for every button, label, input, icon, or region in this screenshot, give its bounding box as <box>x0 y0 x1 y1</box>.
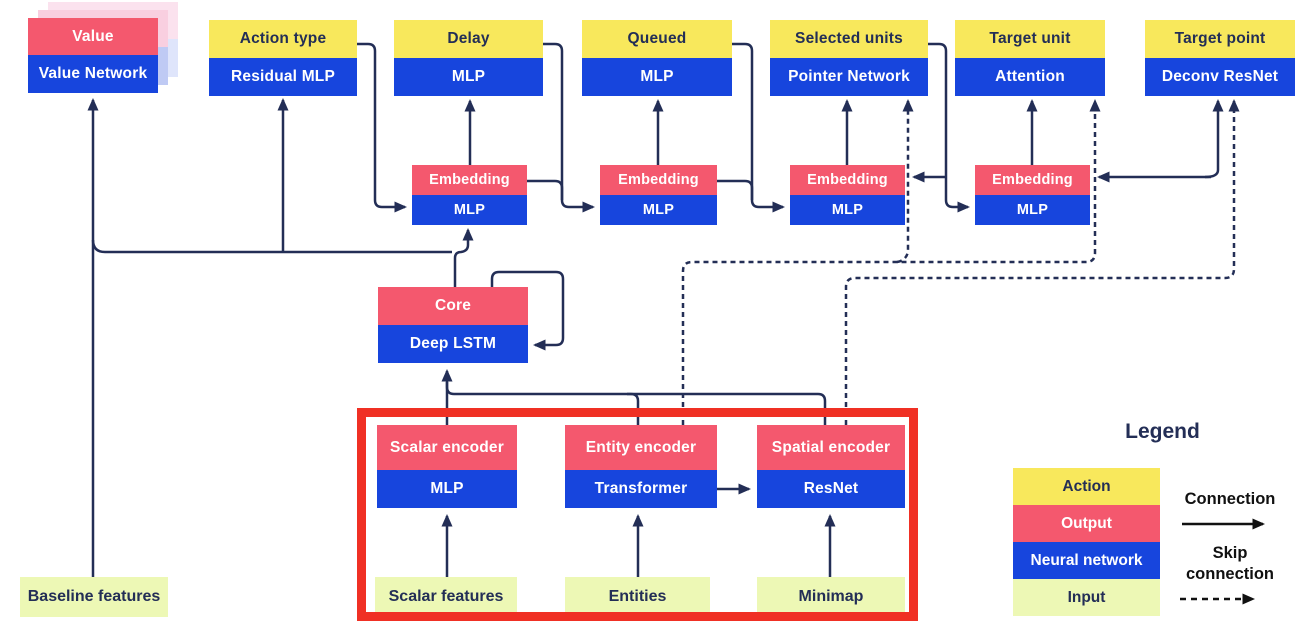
selected-units-block: Selected units Pointer Network <box>770 20 928 96</box>
legend-item-output: Output <box>1013 505 1160 542</box>
attention-label: Attention <box>955 58 1105 96</box>
wire-lstm-recurrent-loop <box>490 270 565 351</box>
wire-delay-to-embedding2 <box>543 42 595 213</box>
spatial-encoder-label: Spatial encoder <box>757 425 905 470</box>
legend-connection-label: Connection <box>1184 490 1276 508</box>
spatial-encoder-block: Spatial encoder ResNet <box>757 425 905 508</box>
legend-skip-connection-label: Skip connection <box>1185 544 1274 583</box>
value-network-label: Value Network <box>28 55 158 93</box>
embedding-block-3: Embedding MLP <box>790 165 905 225</box>
value-block: Value Value Network <box>28 18 158 93</box>
scalar-encoder-block: Scalar encoder MLP <box>377 425 517 508</box>
minimap-input: Minimap <box>757 577 905 617</box>
embedding1-mlp-label: MLP <box>412 195 527 225</box>
skip-spatial-to-deconv <box>844 99 1240 425</box>
target-point-block: Target point Deconv ResNet <box>1145 20 1295 96</box>
embedding3-mlp-label: MLP <box>790 195 905 225</box>
entity-encoder-label: Entity encoder <box>565 425 717 470</box>
target-point-label: Target point <box>1145 20 1295 58</box>
baseline-features-input: Baseline features <box>20 577 168 617</box>
wire-embedding2-out <box>717 179 754 200</box>
embedding2-label: Embedding <box>600 165 717 195</box>
wire-embedding4-to-deconv <box>1204 99 1224 179</box>
action-type-block: Action type Residual MLP <box>209 20 357 96</box>
residual-mlp-label: Residual MLP <box>209 58 357 96</box>
queued-mlp-label: MLP <box>582 58 732 96</box>
core-label: Core <box>378 287 528 325</box>
resnet-label: ResNet <box>757 470 905 508</box>
wire-action-type-to-embedding1 <box>357 42 407 213</box>
delay-label: Delay <box>394 20 543 58</box>
delay-mlp-label: MLP <box>394 58 543 96</box>
deep-lstm-label: Deep LSTM <box>378 325 528 363</box>
wire-embedding1-out <box>527 179 564 200</box>
queued-block: Queued MLP <box>582 20 732 96</box>
embedding4-mlp-label: MLP <box>975 195 1090 225</box>
wire-entity-merge <box>627 392 640 425</box>
core-block: Core Deep LSTM <box>378 287 528 363</box>
wire-core-to-embedding1 <box>453 228 474 287</box>
wire-core-distribution-left <box>91 239 452 254</box>
solid-connections <box>87 42 1224 577</box>
embedding1-label: Embedding <box>412 165 527 195</box>
target-unit-label: Target unit <box>955 20 1105 58</box>
legend-item-neural-network: Neural network <box>1013 542 1160 579</box>
queued-label: Queued <box>582 20 732 58</box>
entity-encoder-block: Entity encoder Transformer <box>565 425 717 508</box>
scalar-features-input: Scalar features <box>375 577 517 617</box>
embedding-block-2: Embedding MLP <box>600 165 717 225</box>
delay-block: Delay MLP <box>394 20 543 96</box>
entities-input: Entities <box>565 577 710 617</box>
skip-entity-to-attention <box>681 99 1101 425</box>
wire-selected-units-to-embedding4 <box>928 42 970 213</box>
pointer-network-label: Pointer Network <box>770 58 928 96</box>
value-output-label: Value <box>28 18 158 55</box>
embedding2-mlp-label: MLP <box>600 195 717 225</box>
target-unit-block: Target unit Attention <box>955 20 1105 96</box>
embedding3-label: Embedding <box>790 165 905 195</box>
legend-item-action: Action <box>1013 468 1160 505</box>
highlight-box <box>357 408 918 621</box>
embedding4-label: Embedding <box>975 165 1090 195</box>
legend-title: Legend <box>1125 420 1200 443</box>
legend-color-stack: Action Output Neural network Input <box>1013 468 1160 616</box>
embedding-block-1: Embedding MLP <box>412 165 527 225</box>
embedding-block-4: Embedding MLP <box>975 165 1090 225</box>
scalar-mlp-label: MLP <box>377 470 517 508</box>
deconv-resnet-label: Deconv ResNet <box>1145 58 1295 96</box>
selected-units-label: Selected units <box>770 20 928 58</box>
wire-queued-to-embedding3 <box>732 42 785 213</box>
skip-connections <box>681 99 1240 425</box>
scalar-encoder-label: Scalar encoder <box>377 425 517 470</box>
action-type-label: Action type <box>209 20 357 58</box>
skip-entity-to-pointer-network <box>896 99 914 264</box>
legend-item-input: Input <box>1013 579 1160 616</box>
transformer-label: Transformer <box>565 470 717 508</box>
